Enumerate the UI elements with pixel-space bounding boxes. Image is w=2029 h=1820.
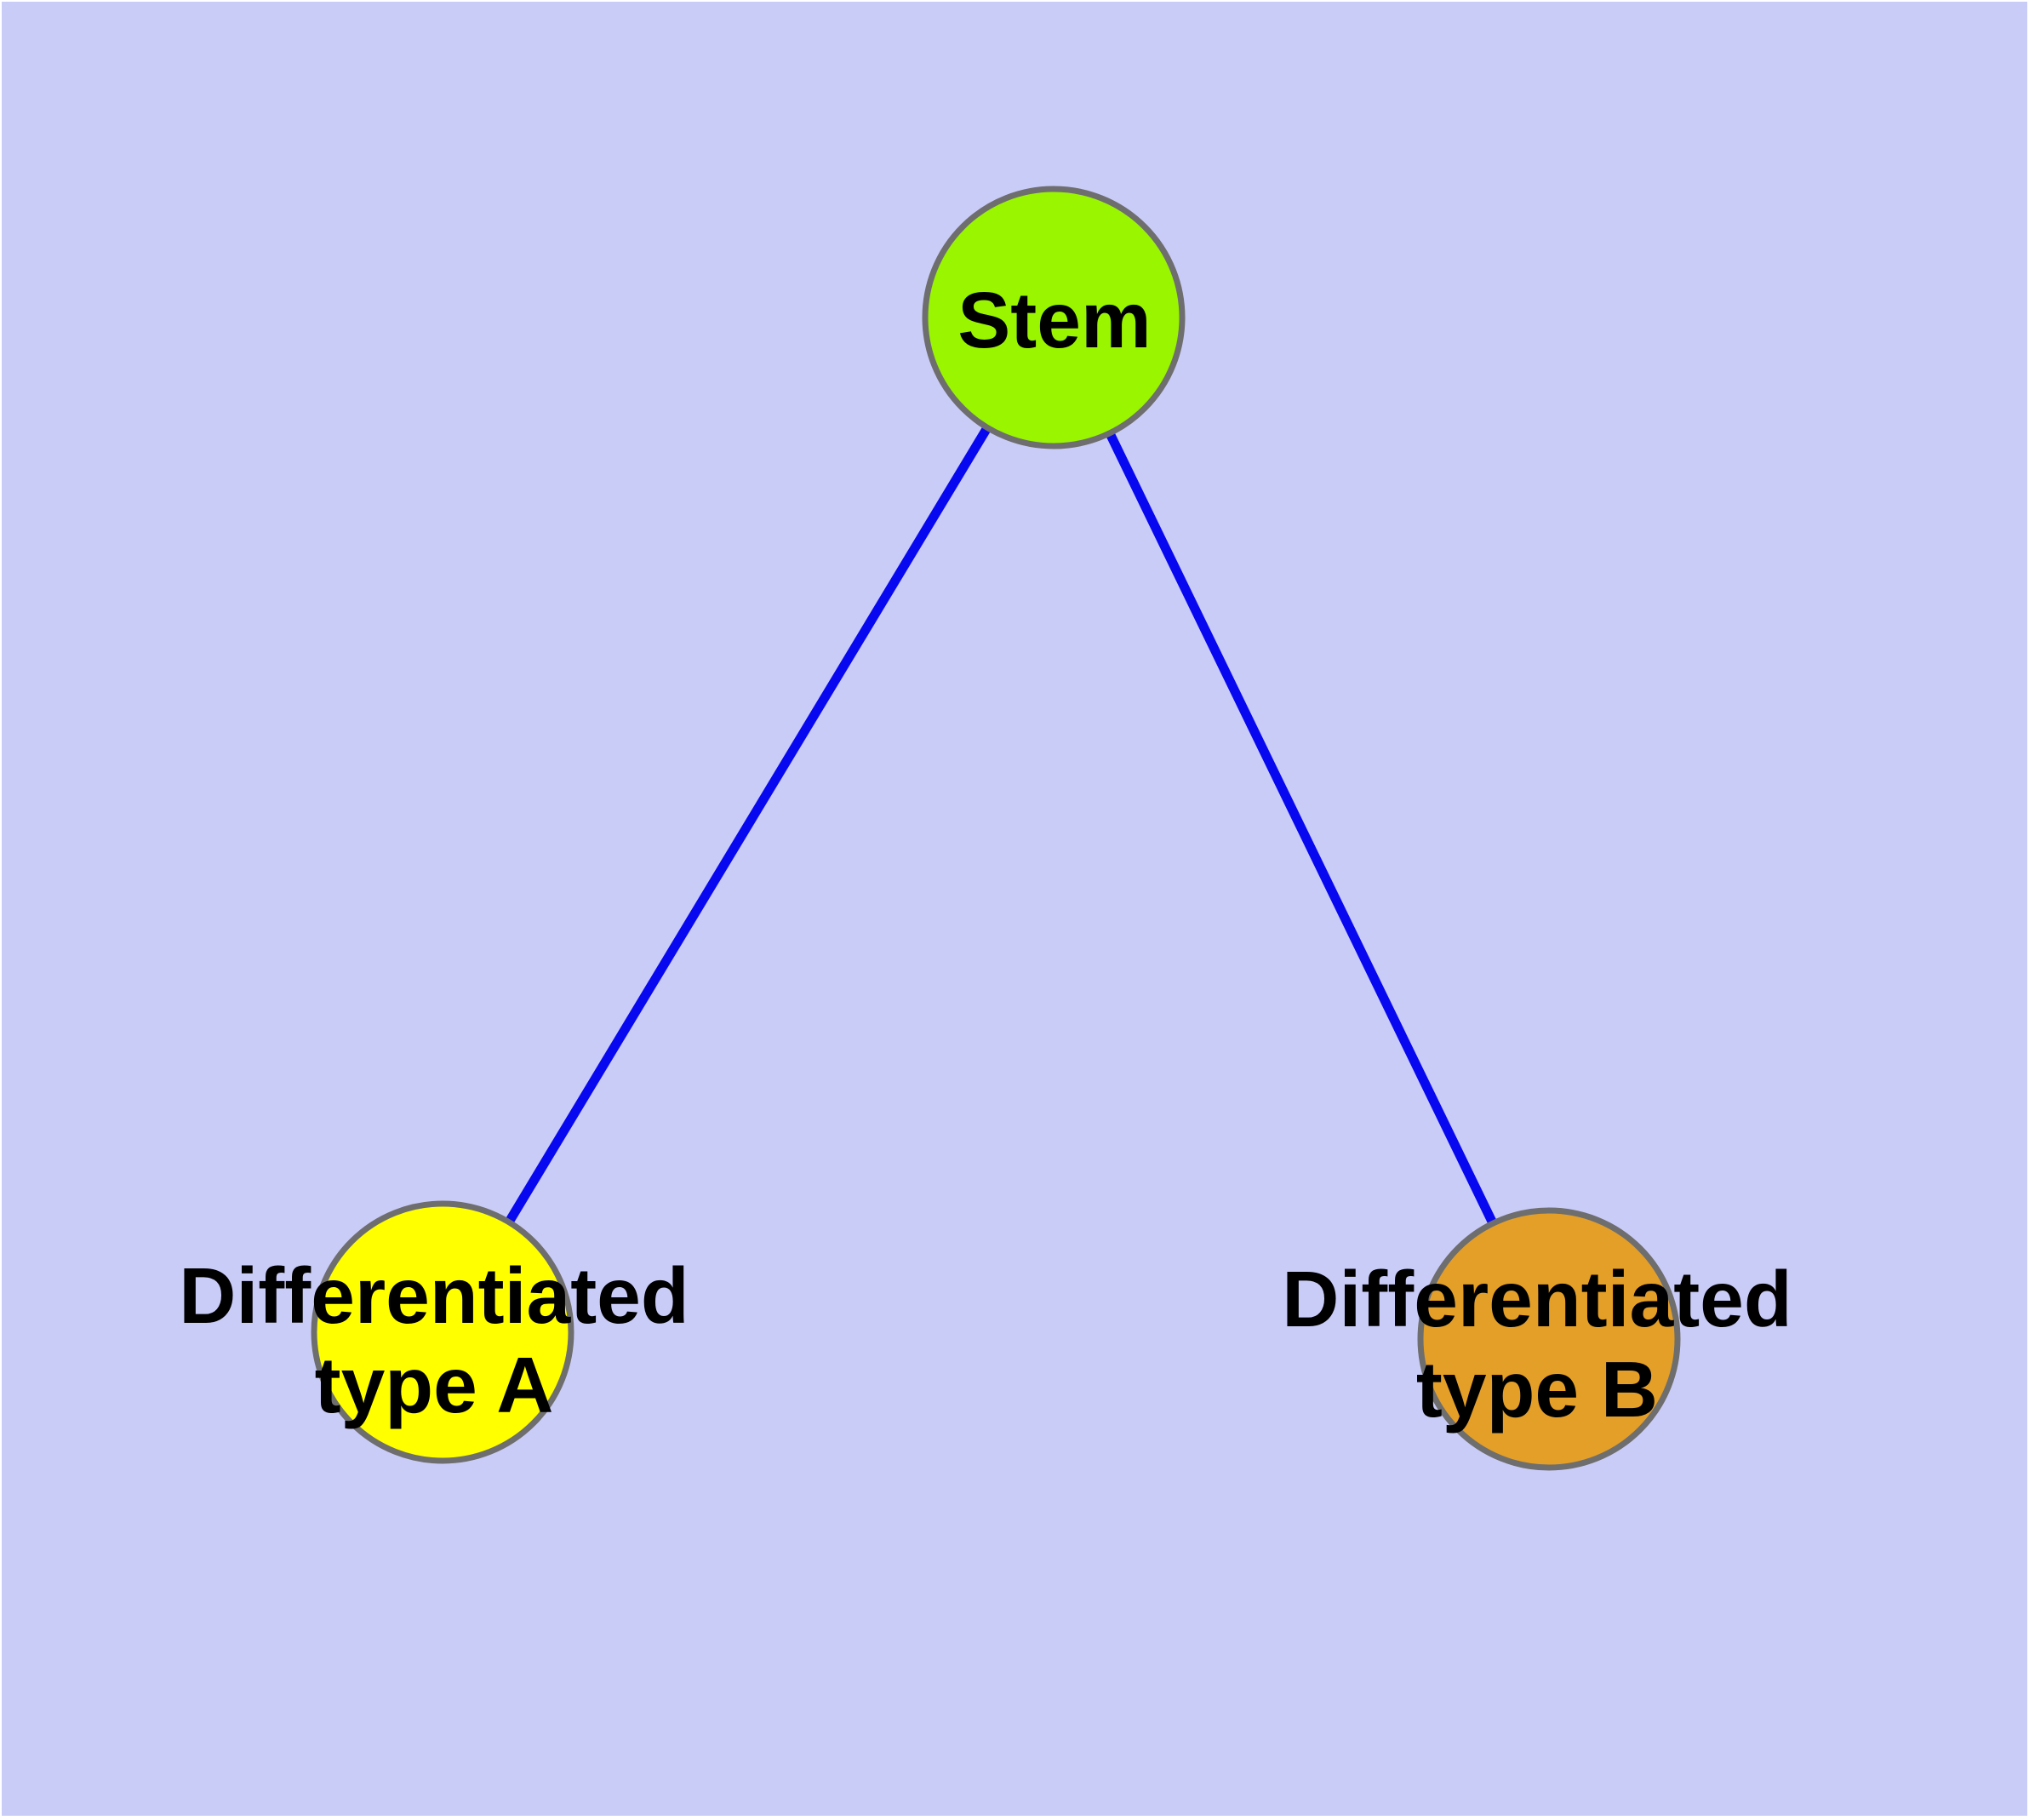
edge-stem-to-type-a — [438, 315, 1058, 1335]
edge-stem-to-type-b — [1049, 315, 1553, 1342]
node-stem-label: Stem — [957, 276, 1151, 364]
node-stem-circle — [922, 186, 1186, 449]
node-type-a-label-line-2: type A — [315, 1341, 554, 1429]
node-type-a-label-line-1: Differentiated — [179, 1251, 689, 1340]
node-type-b-label-line-2: type B — [1416, 1345, 1658, 1434]
node-type-a-circle — [311, 1200, 574, 1464]
node-type-b-label-line-1: Differentiated — [1282, 1255, 1792, 1343]
node-type-b-circle — [1417, 1207, 1681, 1471]
